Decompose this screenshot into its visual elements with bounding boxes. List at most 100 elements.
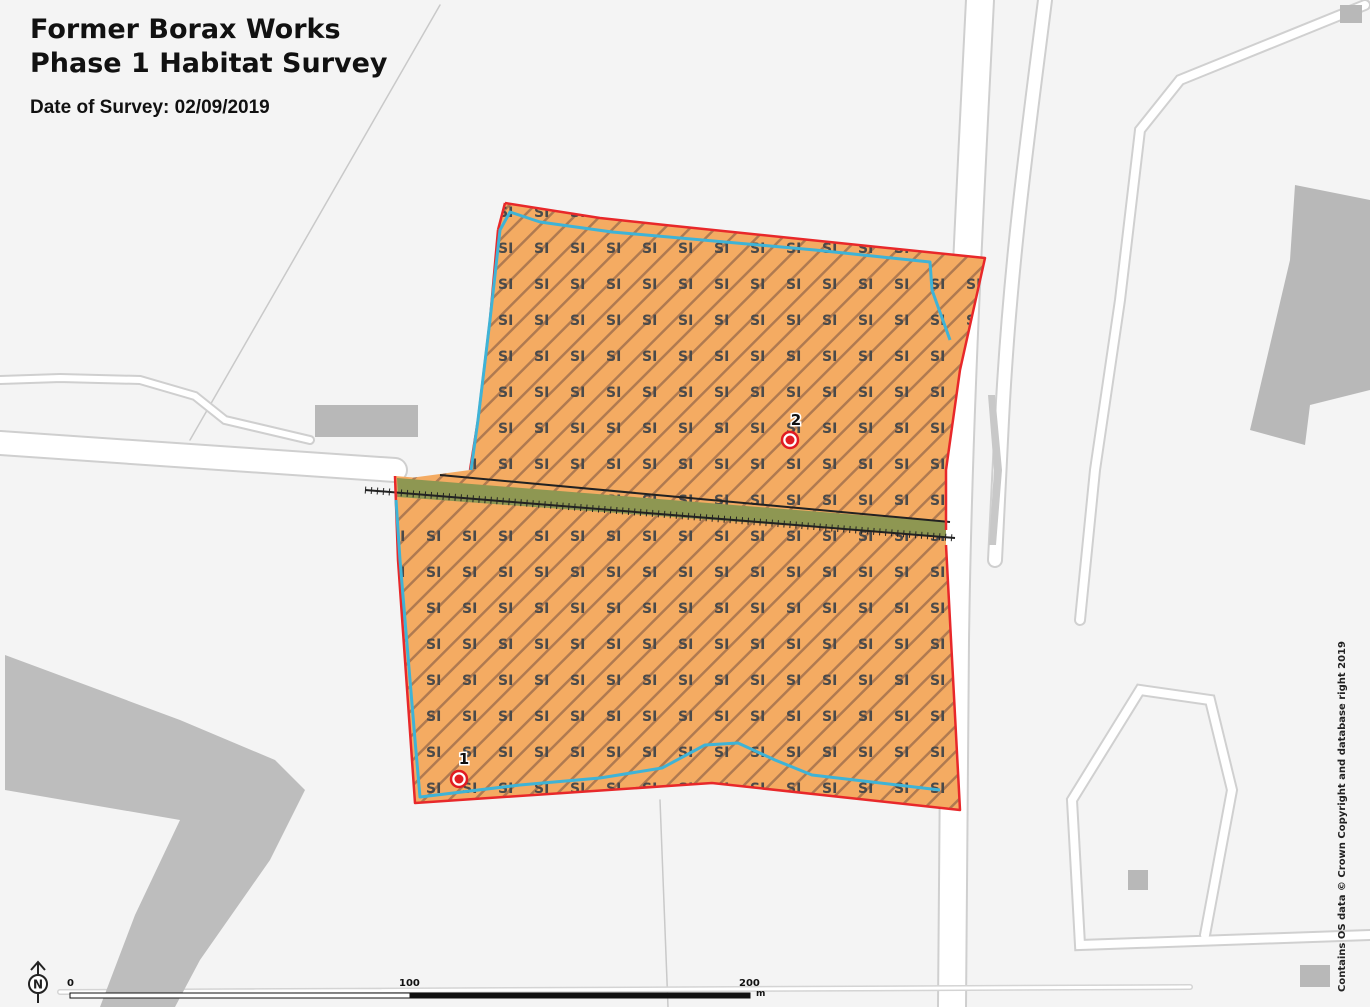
habitat-code-label: SI [786,457,801,473]
habitat-code-label: SI [390,349,405,365]
habitat-code-label: SI [822,601,837,617]
habitat-code-label: SI [894,205,909,221]
habitat-code-label: SI [642,529,657,545]
map-title: Former Borax Works [30,14,341,45]
habitat-code-label: SI [642,565,657,581]
target-note-2[interactable]: 2 [780,410,803,450]
habitat-code-label: SI [858,205,873,221]
habitat-code-label: SI [534,241,549,257]
habitat-code-label: SI [714,565,729,581]
habitat-code-label: SI [714,457,729,473]
habitat-code-label: SI [858,781,873,797]
habitat-polygons[interactable] [395,203,985,810]
habitat-code-label: SI [858,493,873,509]
hardstanding [988,395,1002,545]
habitat-code-label: SI [858,457,873,473]
habitat-code-label: SI [642,205,657,221]
habitat-code-label: SI [426,637,441,653]
hardstanding [5,655,305,1007]
habitat-code-label: SI [822,637,837,653]
habitat-code-label: SI [894,313,909,329]
building [1128,870,1148,890]
habitat-code-label: SI [930,673,945,689]
habitat-code-label: SI [534,421,549,437]
habitat-code-label: SI [606,529,621,545]
habitat-code-label: SI [930,565,945,581]
habitat-code-label: SI [822,421,837,437]
habitat-code-label: SI [714,637,729,653]
habitat-code-label: SI [642,277,657,293]
habitat-code-label: SI [606,565,621,581]
habitat-code-label: SI [426,457,441,473]
habitat-code-label: SI [498,277,513,293]
habitat-code-label: SI [786,673,801,689]
habitat-code-label: SI [390,745,405,761]
buildings-layer [5,5,1370,1007]
habitat-code-label: SI [462,565,477,581]
habitat-code-label: SI [786,601,801,617]
habitat-code-label: SI [678,601,693,617]
habitat-code-label: SI [462,385,477,401]
habitat-code-label: SI [894,277,909,293]
habitat-code-label: SI [426,421,441,437]
habitat-code-label: SI [642,421,657,437]
habitat-code-label: SI [786,529,801,545]
habitat-code-label: SI [534,457,549,473]
habitat-code-label: SI [714,709,729,725]
habitat-code-label: SI [750,421,765,437]
habitat-code-label: SI [750,565,765,581]
watercourse[interactable] [394,210,952,799]
habitat-code-label: SI [642,637,657,653]
habitat-code-label: SI [858,709,873,725]
habitat-code-label: SI [930,637,945,653]
habitat-code-label: SI [822,349,837,365]
habitat-code-label: SI [750,457,765,473]
habitat-code-label: SI [858,673,873,689]
habitat-code-label: SI [498,385,513,401]
railway-lines [364,474,956,542]
habitat-code-label: SI [858,745,873,761]
habitat-code-label: SI [930,493,945,509]
habitat-code-label: SI [462,601,477,617]
copyright-credit: Contains OS data © Crown Copyright and d… [1337,641,1348,992]
habitat-code-label: SI [786,709,801,725]
building [1340,5,1362,23]
habitat-code-label: SI [498,745,513,761]
habitat-code-label: SI [462,277,477,293]
habitat-code-label: SI [822,709,837,725]
habitat-code-label: SI [426,529,441,545]
habitat-code-label: SI [786,349,801,365]
habitat-code-label: SI [858,565,873,581]
habitat-code-label: SI [570,277,585,293]
habitat-code-label: SI [606,277,621,293]
habitat-code-label: SI [858,349,873,365]
habitat-code-labels-south: SI SI SI SI SI SI SI SI SI SI SI SI SI SI SI SI SI SI SI SI… [390,529,945,797]
habitat-code-label: SI [894,385,909,401]
habitat-code-label: SI [858,313,873,329]
habitat-code-label: SI [750,529,765,545]
habitat-code-label: SI [894,565,909,581]
habitat-code-label: SI [678,457,693,473]
habitat-code-label: SI [930,745,945,761]
target-note-1[interactable]: 1 [449,749,471,789]
habitat-code-label: SI [642,241,657,257]
target-note-2-label: 2 [791,411,801,429]
habitat-code-label: SI [390,313,405,329]
habitat-code-label: SI [570,313,585,329]
habitat-code-label: SI [930,277,945,293]
habitat-code-label: SI [642,673,657,689]
habitat-code-label: SI [426,313,441,329]
habitat-code-label: SI [606,745,621,761]
habitat-code-label: SI [462,709,477,725]
habitat-code-label: SI [930,349,945,365]
habitat-code-label: SI [426,385,441,401]
habitat-code-label: SI [678,421,693,437]
building [315,405,418,437]
habitat-code-label: SI [750,349,765,365]
habitat-code-label: SI [642,385,657,401]
habitat-code-label: SI [390,709,405,725]
habitat-code-label: SI [930,421,945,437]
habitat-code-label: SI [390,205,405,221]
